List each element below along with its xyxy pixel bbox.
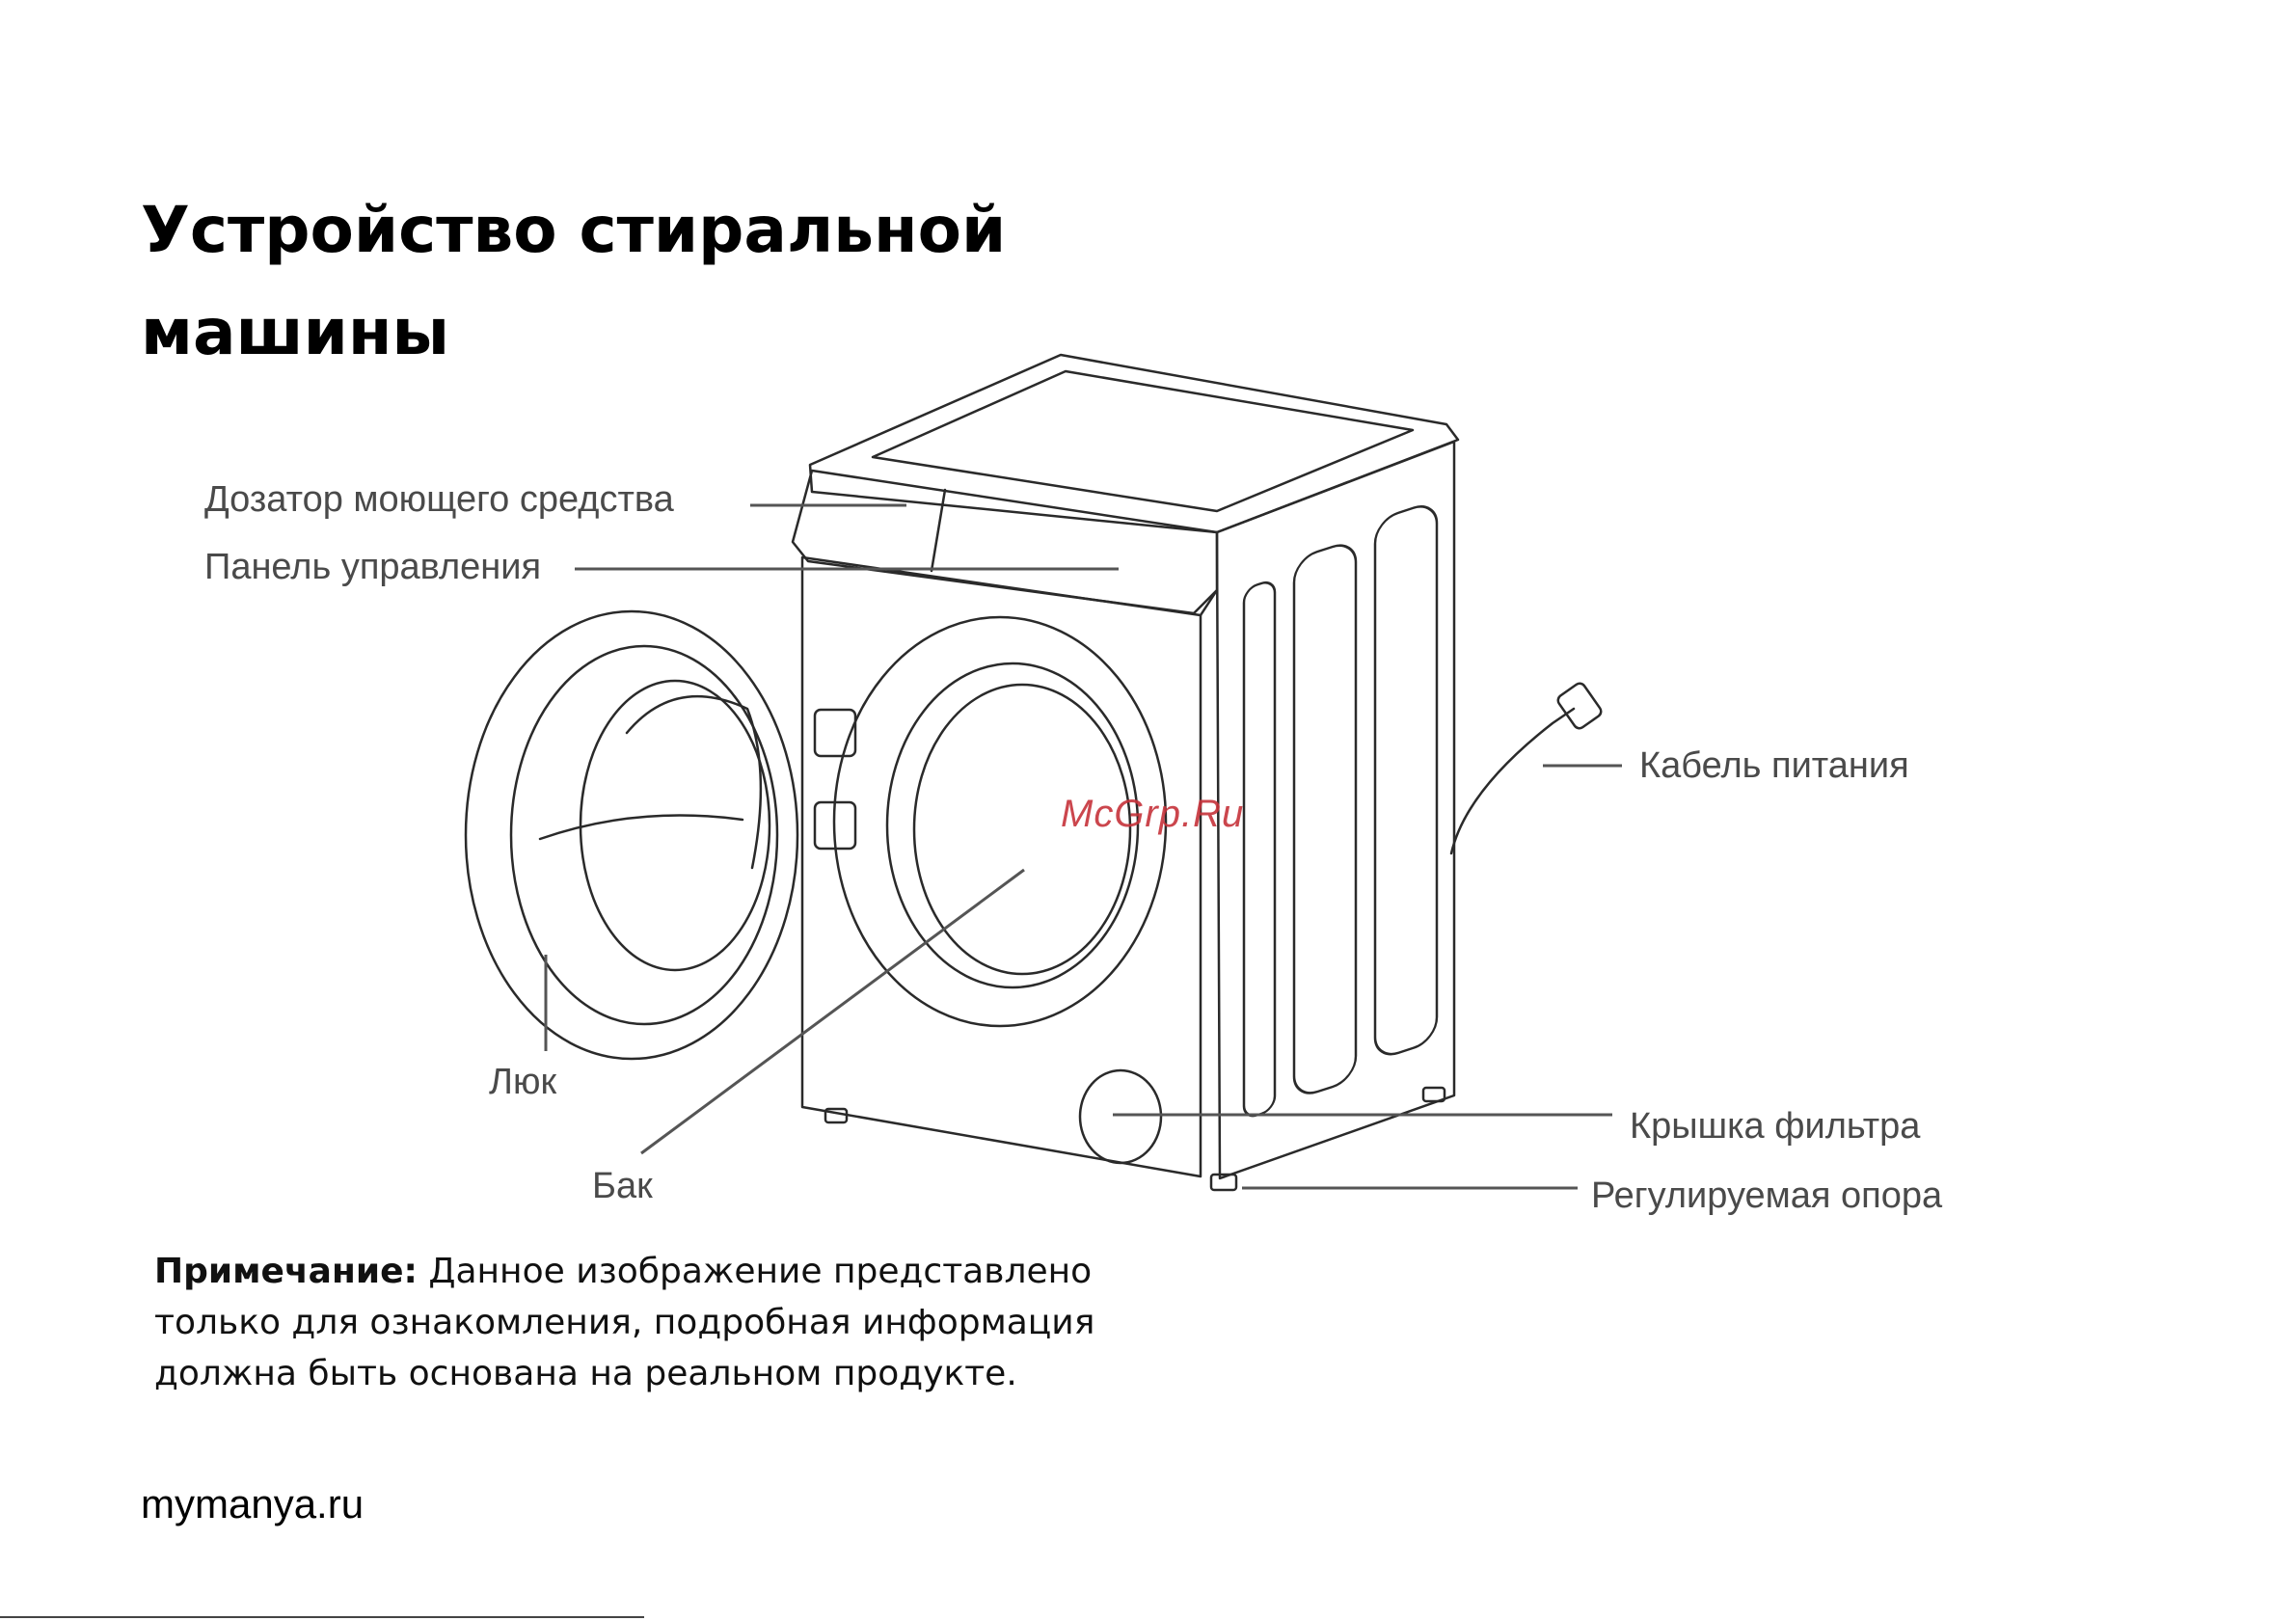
machine-front [802,557,1201,1176]
site-name: mymanya.ru [141,1481,364,1527]
watermark: McGrp.Ru [1061,793,1244,836]
side-rib-1 [1244,579,1275,1119]
leader-drum [641,870,1024,1153]
power-cable-wire [1451,709,1574,853]
machine-top [810,355,1458,532]
bottom-rule [0,1616,644,1618]
label-power-cable: Кабель питания [1639,744,1909,787]
filter-cover-shape [1080,1070,1161,1163]
power-plug [1555,681,1603,730]
machine-top-inner [873,371,1413,511]
note: Примечание: Данное изображение представл… [154,1246,1215,1399]
door-glass [581,681,770,970]
label-door: Люк [489,1061,556,1103]
side-rib-3 [1375,500,1437,1061]
label-control-panel: Панель управления [204,546,541,588]
control-panel [793,471,1217,613]
machine-side [1217,442,1454,1178]
label-drum: Бак [592,1165,653,1207]
door-outer [466,611,797,1059]
side-rib-2 [1294,539,1356,1099]
label-filter-cover: Крышка фильтра [1630,1105,1920,1148]
label-dispenser: Дозатор моющего средства [204,478,674,521]
label-adjustable-foot: Регулируемая опора [1591,1175,1942,1217]
note-prefix: Примечание: [154,1252,418,1291]
